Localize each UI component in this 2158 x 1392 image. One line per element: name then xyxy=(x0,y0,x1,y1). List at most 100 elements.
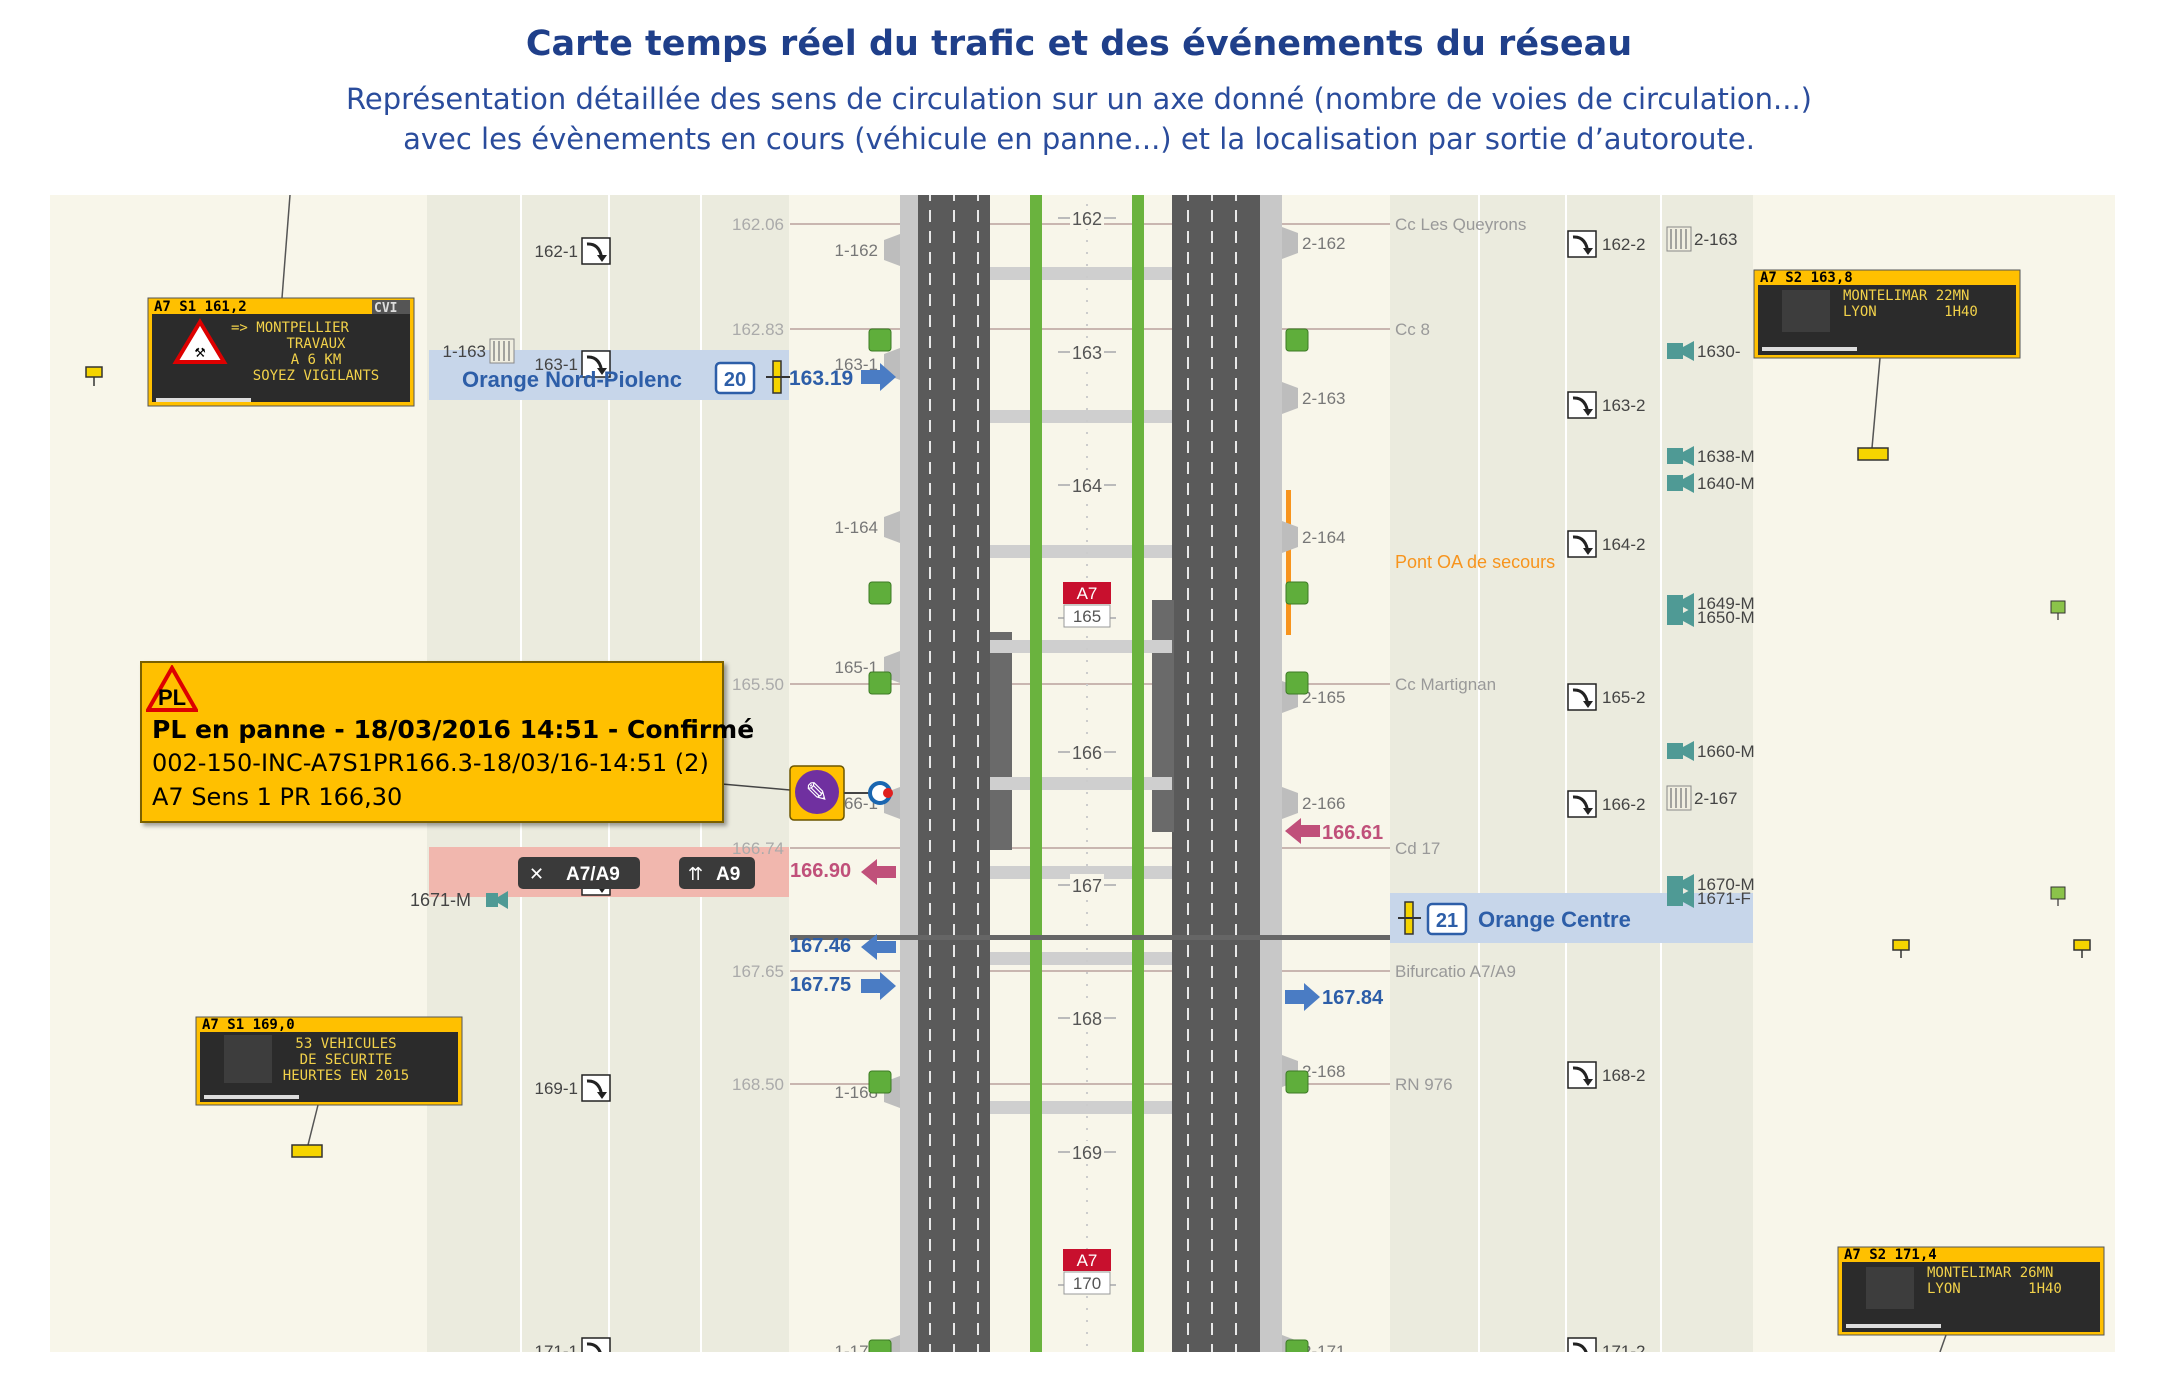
exit-ramp-right[interactable]: 164-2 xyxy=(1567,530,1645,558)
incident-title: PL en panne - 18/03/2016 14:51 - Confirm… xyxy=(152,715,755,744)
traffic-sensor[interactable] xyxy=(868,671,892,695)
exit-ramp-left[interactable]: 171-1 xyxy=(535,1337,611,1352)
vms-a7-s1-161[interactable]: A7 S1 161,2 CVI ⚒ => MONTPELLIER TRAVAUX… xyxy=(147,195,415,407)
exit-20[interactable]: Orange Nord-Piolenc 20 163.19 xyxy=(462,360,896,395)
svg-text:2-171: 2-171 xyxy=(1302,1342,1345,1352)
traffic-sensor[interactable] xyxy=(1285,581,1309,605)
camera-icon[interactable]: 1650-M xyxy=(1667,607,1755,627)
landmark-label: Cc Les Queyrons xyxy=(1395,215,1526,234)
incident-popup[interactable]: PL PL en panne - 18/03/2016 14:51 - Conf… xyxy=(140,661,754,823)
incident-icon[interactable]: ✎ xyxy=(619,765,893,821)
svg-text:✕: ✕ xyxy=(529,864,544,885)
camera-icon[interactable]: 1660-M xyxy=(1667,741,1755,761)
landmark-label: Cc 8 xyxy=(1395,320,1430,339)
svg-text:166: 166 xyxy=(1072,743,1102,763)
svg-text:LYON 1H40: LYON 1H40 xyxy=(1927,1281,2062,1297)
barriers[interactable]: 1-163 2-163 2-167 xyxy=(443,226,1738,811)
svg-text:2-165: 2-165 xyxy=(1302,688,1345,707)
page-subtitle-line1: Représentation détaillée des sens de cir… xyxy=(346,82,1812,116)
svg-text:168: 168 xyxy=(1072,1009,1102,1029)
traffic-sensor[interactable] xyxy=(1285,328,1309,352)
wrench-icon: ✎ xyxy=(805,776,828,809)
vms-a7-s2-171[interactable]: A7 S2 171,4 MONTELIMAR 26MN LYON 1H40 xyxy=(1837,1246,2105,1352)
exit-ramp-right[interactable]: 171-2 xyxy=(1567,1337,1645,1352)
traffic-sensor[interactable] xyxy=(1285,671,1309,695)
svg-text:169: 169 xyxy=(1072,1143,1102,1163)
svg-text:1671-M: 1671-M xyxy=(410,890,471,910)
pr-marker: 162 xyxy=(1058,207,1116,229)
traffic-sensor[interactable] xyxy=(1285,1339,1309,1352)
pr-value: 162.83 xyxy=(732,320,784,339)
svg-text:DE SECURITE: DE SECURITE xyxy=(300,1052,393,1068)
svg-text:2-166: 2-166 xyxy=(1302,794,1345,813)
gantry-left: 1-164 xyxy=(835,511,900,543)
traffic-sensor[interactable] xyxy=(1285,1070,1309,1094)
svg-text:171-1: 171-1 xyxy=(535,1342,578,1352)
traffic-sensors[interactable] xyxy=(868,328,1309,1352)
camera-icon[interactable]: 1630- xyxy=(1667,341,1740,361)
exit-ramp-left[interactable]: 162-1 xyxy=(535,237,611,265)
exit-ramp-left[interactable]: 163-1 xyxy=(535,350,611,378)
traffic-sensor[interactable] xyxy=(868,1070,892,1094)
svg-text:A7 S1 161,2: A7 S1 161,2 xyxy=(154,299,247,315)
svg-text:1671-F: 1671-F xyxy=(1697,889,1751,908)
page-subtitle-line2: avec les évènements en cours (véhicule e… xyxy=(403,122,1755,156)
sensor-pins-right[interactable] xyxy=(1892,600,2091,958)
gantry-right: 2-163 xyxy=(1282,382,1345,414)
camera-icon[interactable]: 1671-F xyxy=(1667,888,1751,908)
traffic-sensor[interactable] xyxy=(868,328,892,352)
closure-badge-a9[interactable]: ⇈ A9 xyxy=(679,857,755,889)
gantry-right: 2-166 xyxy=(1282,787,1345,819)
traffic-sensor[interactable] xyxy=(868,581,892,605)
svg-text:=> MONTPELLIER: => MONTPELLIER xyxy=(231,320,350,336)
camera-icon[interactable]: 1670-M xyxy=(1667,874,1755,894)
toll-barrier-icon[interactable]: 2-167 xyxy=(1666,785,1737,811)
arrow-166-90[interactable]: 166.90 xyxy=(790,859,896,885)
left-camera[interactable]: 1671-M xyxy=(410,890,508,910)
arrow-167-84[interactable]: 167.84 xyxy=(1285,983,1384,1011)
roadworks-icon xyxy=(172,318,228,364)
pr-value: 167.65 xyxy=(732,962,784,981)
vms-a7-s1-169[interactable]: A7 S1 169,0 53 VEHICULES DE SECURITE HEU… xyxy=(195,1016,463,1158)
gantry-right: 2-164 xyxy=(1282,521,1345,553)
vms-a7-s2-163[interactable]: A7 S2 163,8 MONTELIMAR 22MN LYON 1H40 xyxy=(1753,269,2021,461)
exit-ramp-right[interactable]: 162-2 xyxy=(1567,230,1645,258)
pr-marker: 169 xyxy=(1058,1141,1116,1163)
svg-text:⚒: ⚒ xyxy=(195,341,206,362)
camera-icon[interactable]: 1638-M xyxy=(1667,446,1755,466)
toll-barrier-icon[interactable]: 2-163 xyxy=(1666,226,1737,252)
median xyxy=(1030,195,1144,1352)
right-exits[interactable]: 162-2 163-2 164-2 165-2 166-2 168-2 171-2 xyxy=(1567,230,1645,1352)
svg-text:167.75: 167.75 xyxy=(790,974,851,996)
arrow-167-46[interactable]: 167.46 xyxy=(790,934,896,960)
exit-21[interactable]: 21 Orange Centre xyxy=(1398,901,1631,936)
arrow-167-75[interactable]: 167.75 xyxy=(790,972,896,1000)
svg-text:CVI: CVI xyxy=(374,301,397,316)
exit-ramp-left[interactable]: 169-1 xyxy=(535,1074,611,1102)
exit-ramp-right[interactable]: 163-2 xyxy=(1567,391,1645,419)
svg-text:1-162: 1-162 xyxy=(835,241,878,260)
gantry-left: 1-168 xyxy=(835,1076,900,1108)
exit-ramp-right[interactable]: 166-2 xyxy=(1567,790,1645,818)
arrow-166-61[interactable]: 166.61 xyxy=(1285,818,1383,844)
sensor-pin-left[interactable] xyxy=(85,366,103,386)
svg-text:A7: A7 xyxy=(1077,584,1098,603)
works-zone-marker[interactable] xyxy=(1286,490,1291,635)
closure-badge-a7a9[interactable]: ✕ A7/A9 xyxy=(518,857,640,889)
svg-text:163-1: 163-1 xyxy=(535,355,578,374)
camera-icon[interactable]: 1640-M xyxy=(1667,473,1755,493)
exit-ramp-right[interactable]: 165-2 xyxy=(1567,683,1645,711)
svg-text:A7 S2 171,4: A7 S2 171,4 xyxy=(1844,1247,1937,1263)
svg-text:165: 165 xyxy=(1073,607,1101,626)
traffic-sensor[interactable] xyxy=(868,1339,892,1352)
svg-text:164-2: 164-2 xyxy=(1602,535,1645,554)
camera-icon[interactable]: 1649-M xyxy=(1667,593,1755,613)
exit-ramp-right[interactable]: 168-2 xyxy=(1567,1061,1645,1089)
svg-text:53 VEHICULES: 53 VEHICULES xyxy=(295,1036,396,1052)
svg-text:1660-M: 1660-M xyxy=(1697,742,1755,761)
toll-barrier-icon[interactable]: 1-163 xyxy=(443,338,515,364)
